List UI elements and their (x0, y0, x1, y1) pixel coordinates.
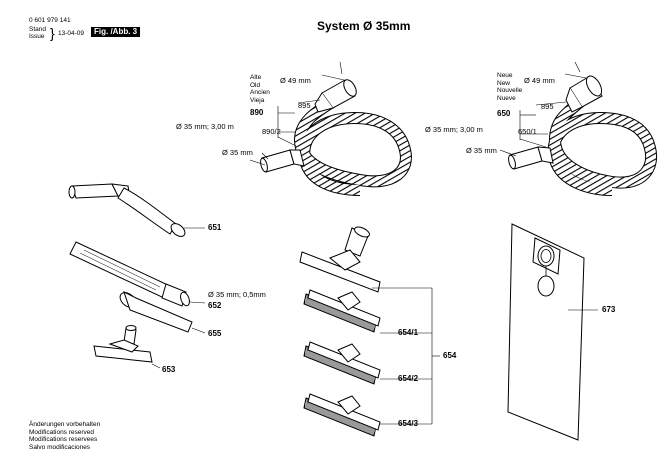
ref-654-3: 654/3 (398, 419, 419, 428)
filter-bag-673 (507, 223, 598, 441)
small-nozzle-653 (93, 325, 161, 369)
ref-895-right: 895 (541, 102, 554, 111)
new-version-labels: Neue New Nouvelle Nueve (497, 72, 522, 102)
bent-tube-651 (68, 183, 205, 237)
dim-49-left: Ø 49 mm (280, 76, 311, 85)
ref-895-left: 895 (298, 101, 311, 110)
new-label: Nueve (497, 94, 516, 102)
modification-notes: Änderungen vorbehalten Modifications res… (29, 421, 100, 451)
hose-connector-49-left (314, 79, 357, 113)
ref-654-1: 654/1 (398, 328, 419, 337)
hose-spec-left: Ø 35 mm; 3,00 m (176, 122, 234, 131)
new-label: Neue (497, 72, 513, 79)
ref-890-2: 890/2 (262, 127, 281, 136)
issue-date: 13-04-09 (58, 30, 85, 37)
hose-spec-right: Ø 35 mm; 3,00 m (425, 125, 483, 134)
ref-650: 650 (497, 109, 511, 118)
old-label: Ancien (250, 89, 270, 96)
hose-assembly-right (499, 61, 658, 196)
ref-673: 673 (602, 305, 616, 314)
note-line: Änderungen vorbehalten (29, 421, 101, 428)
hose-end-35-right (508, 146, 554, 170)
figure-label: Fig. /Abb. 3 (91, 27, 141, 37)
ref-654-2: 654/2 (398, 374, 419, 383)
part-group-bracket-654 (372, 287, 440, 425)
old-label: Old (250, 81, 261, 89)
ref-654: 654 (443, 351, 457, 360)
ref-650-1: 650/1 (518, 127, 537, 136)
hose-connector-49-right (565, 75, 603, 113)
issue-brace: } (50, 25, 55, 41)
dim-35-right: Ø 35 mm (466, 146, 497, 155)
brush-insert-654-2 (303, 341, 381, 385)
ref-655: 655 (208, 329, 222, 338)
old-label: Alte (250, 74, 262, 81)
note-line: Modifications reserved (29, 428, 95, 436)
old-label: Vieja (250, 96, 265, 104)
floor-nozzle-654 (299, 226, 381, 293)
new-label: Nouvelle (497, 87, 523, 94)
extension-tube-652 (69, 241, 206, 307)
ref-652: 652 (208, 301, 222, 310)
brush-insert-654-3 (303, 393, 381, 437)
stand-label: Stand (29, 26, 46, 33)
note-line: Modifications reservees (29, 436, 98, 443)
ref-653: 653 (162, 365, 176, 374)
hose-assembly-left (249, 61, 412, 196)
hose-end-35-left (260, 149, 305, 173)
ref-890: 890 (250, 108, 264, 117)
page-title: System Ø 35mm (317, 19, 411, 33)
tube-spec-652: Ø 35 mm; 0,5mm (208, 290, 266, 299)
note-line: Salvo modificaciones (29, 443, 91, 451)
ref-651: 651 (208, 223, 222, 232)
brush-insert-654-1 (303, 289, 381, 333)
old-version-labels: Alte Old Ancien Vieja (250, 74, 270, 104)
part-number: 0 601 979 141 (29, 17, 71, 24)
crevice-nozzle-655 (119, 291, 206, 334)
dim-35-left: Ø 35 mm (222, 148, 253, 157)
dim-49-right: Ø 49 mm (524, 76, 555, 85)
issue-label: Issue (29, 33, 45, 40)
new-label: New (497, 79, 511, 87)
